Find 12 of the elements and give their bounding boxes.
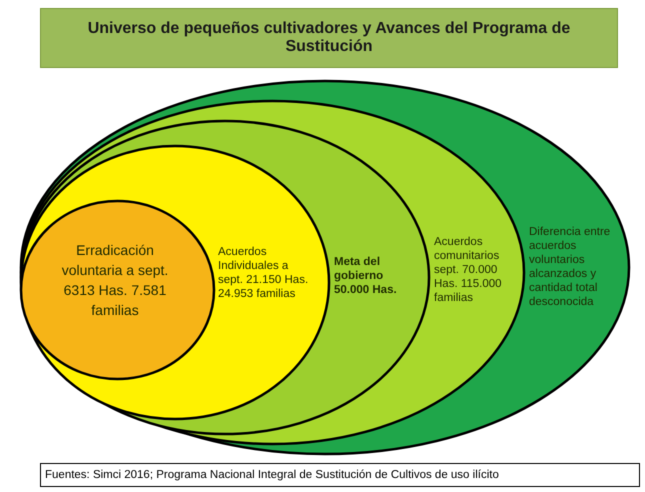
region-label: Acuerdos Individuales a sept. 21.150 Has. 24.953 familias (218, 245, 310, 301)
ellipse-region (20, 80, 630, 455)
ellipse-region (20, 120, 430, 435)
ellipse-region (20, 145, 330, 420)
region-label: Meta del gobierno 50.000 Has. (334, 255, 398, 297)
region-label: Diferencia entre acuerdos voluntarios alcanzados y cantidad total desconocida (529, 225, 612, 309)
ellipse-region (20, 100, 525, 445)
title-banner: Universo de pequeños cultivadores y Avances del Programa de Sustitución (40, 8, 618, 68)
region-label: Acuerdos comunitarios sept. 70.000 Has. 115.000 familias (434, 235, 503, 305)
ellipse-region (20, 200, 215, 380)
region-label: Erradicación voluntaria a sept. 6313 Has. 7.581 familias (60, 241, 170, 320)
source-note: Fuentes: Simci 2016; Programa Nacional Integral de Sustitución de Cultivos de uso ilícito (40, 463, 640, 487)
